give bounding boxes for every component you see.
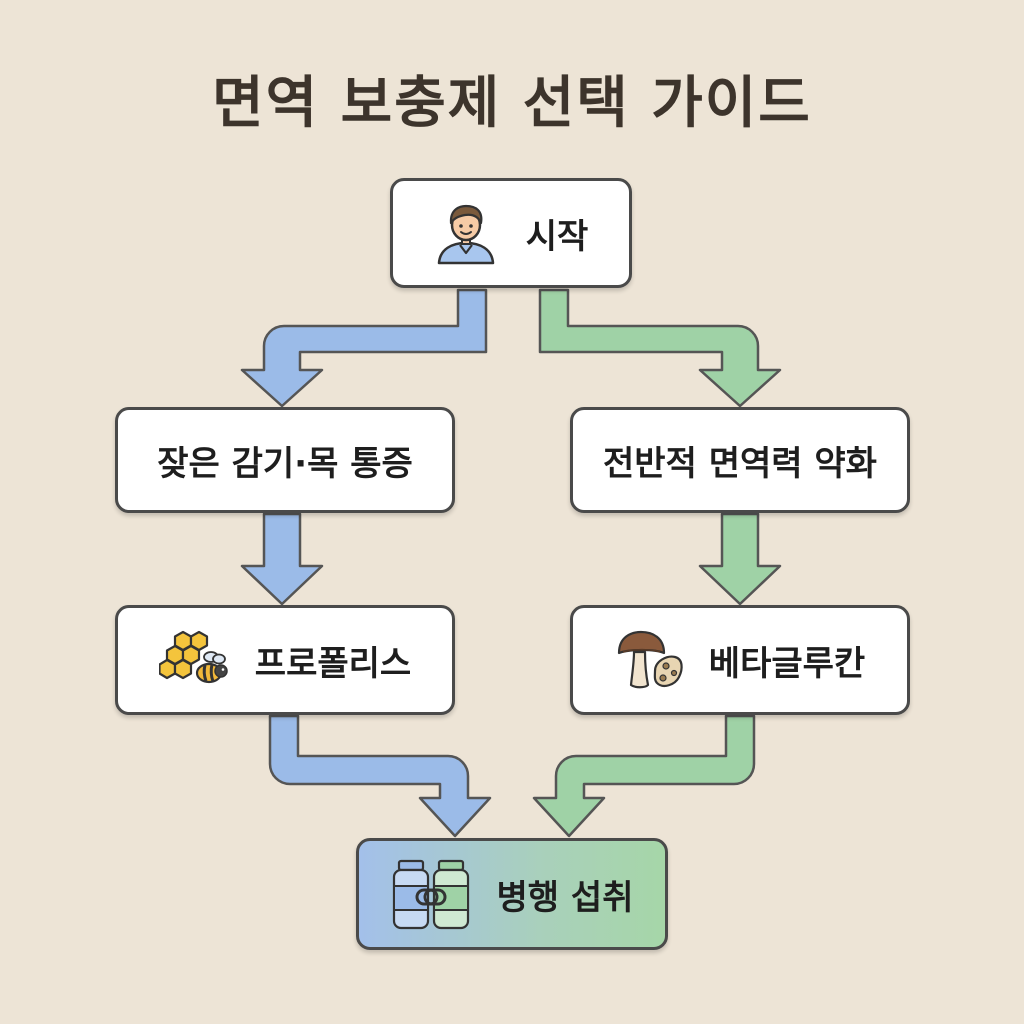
arrow-propolis-to-combined: [268, 714, 492, 838]
node-beta-glucan: 베타글루칸: [570, 605, 910, 715]
node-frequent-cold: 잦은 감기·목 통증: [115, 407, 455, 513]
node-general-weakness-label: 전반적 면역력 약화: [603, 443, 877, 484]
node-start-label: 시작: [525, 216, 589, 257]
node-combined-intake: 병행 섭취: [356, 838, 668, 950]
node-combined-intake-label: 병행 섭취: [496, 877, 634, 918]
supplement-bottles-icon: [391, 858, 471, 930]
honeycomb-bee-icon: [158, 629, 229, 691]
arrow-weak-to-beta: [698, 512, 782, 606]
node-general-weakness: 전반적 면역력 약화: [570, 407, 910, 513]
mushroom-icon: [615, 629, 685, 691]
node-beta-glucan-label: 베타글루칸: [708, 643, 866, 684]
node-propolis: 프로폴리스: [115, 605, 455, 715]
page-title: 면역 보충제 선택 가이드: [212, 71, 812, 136]
node-start: 시작: [390, 178, 632, 288]
arrow-start-to-weak: [538, 288, 782, 408]
node-propolis-label: 프로폴리스: [254, 643, 412, 684]
arrow-start-to-cold: [240, 288, 488, 408]
arrow-beta-to-combined: [532, 714, 756, 838]
node-frequent-cold-label: 잦은 감기·목 통증: [157, 443, 413, 484]
arrow-cold-to-propolis: [240, 512, 324, 606]
person-icon: [434, 201, 498, 265]
